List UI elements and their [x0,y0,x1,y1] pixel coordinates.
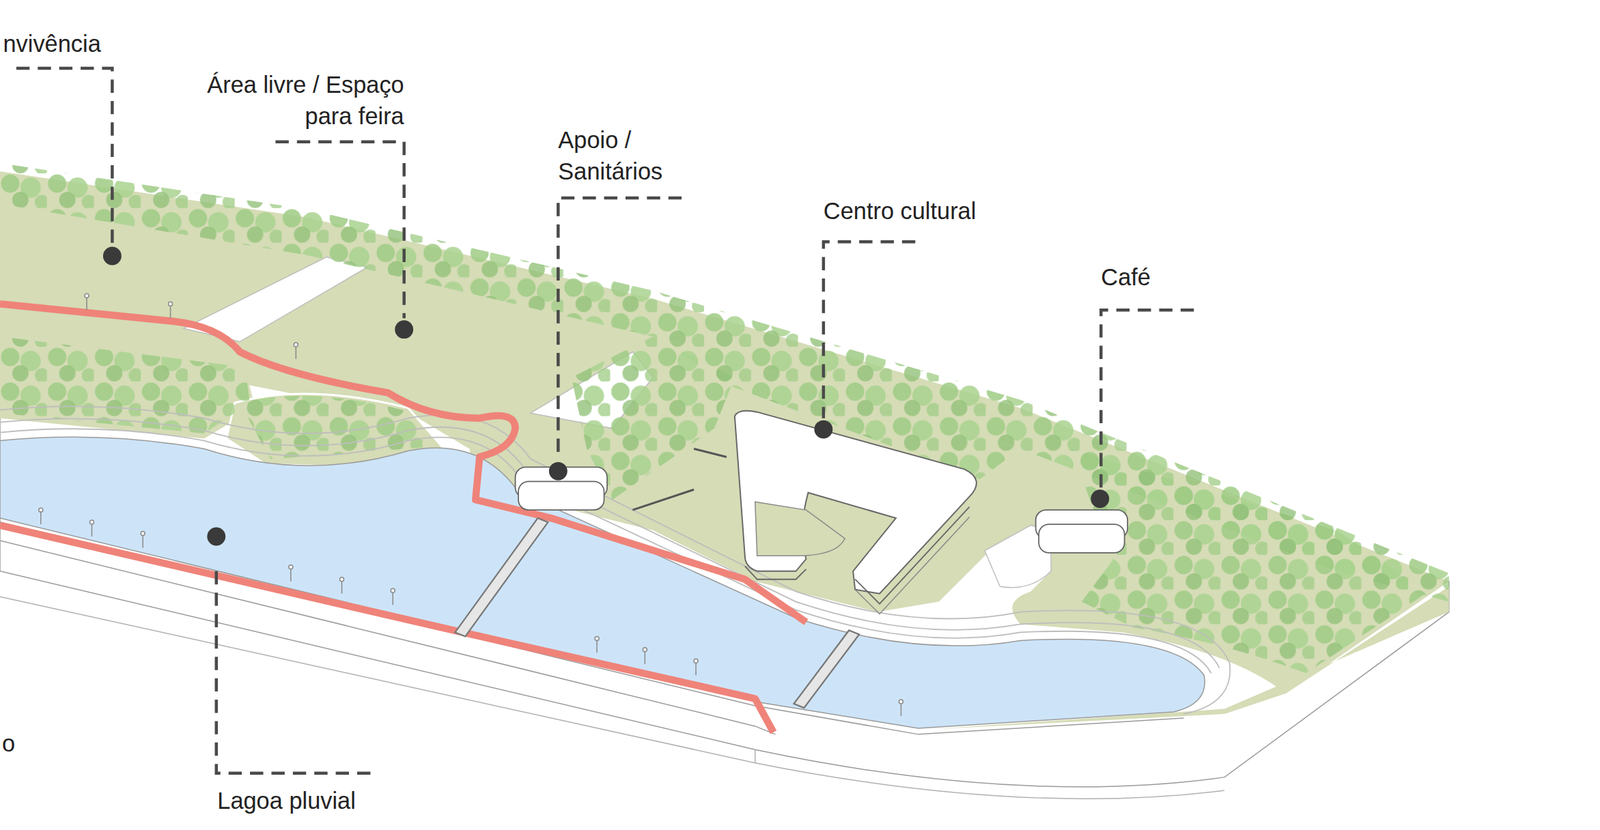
callout-label: Área livre / Espaço para feira [202,69,405,134]
callout-label: Café [1100,262,1203,294]
callout-label: nvivência [2,28,166,61]
callout-label: o [2,728,33,761]
callout-label: Apoio / Sanitários [557,124,696,188]
callout-label: Lagoa pluvial [217,786,422,818]
callout-label: Centro cultural [823,195,1049,228]
